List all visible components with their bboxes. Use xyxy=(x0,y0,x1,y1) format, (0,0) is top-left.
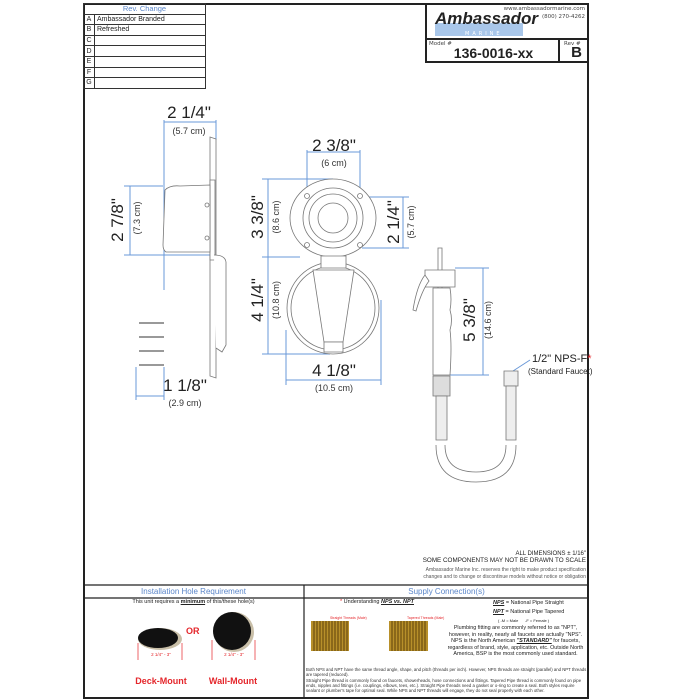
connection-sub: (Standard Faucet) xyxy=(528,367,593,376)
deck-mount-label: Deck-Mount xyxy=(135,676,187,686)
drawing-frame xyxy=(83,3,589,699)
dim-side-width-cm: (5.7 cm) xyxy=(172,126,206,136)
screws xyxy=(139,322,164,366)
dim-hole-vertical-cm: (5.7 cm) xyxy=(406,205,416,239)
dim-bracket-cm: (2.9 cm) xyxy=(168,398,202,408)
straight-threads-label: Straight Threads (Male) xyxy=(330,616,367,620)
rev-label: Rev # xyxy=(564,41,581,47)
logo-band xyxy=(435,23,523,36)
dim-sprayer-length-cm: (14.6 cm) xyxy=(483,300,493,340)
asterisk: * xyxy=(340,599,343,605)
model-label: Model # xyxy=(429,41,452,47)
model-number: 136-0016-xx xyxy=(453,45,534,61)
rev-change: Ambassador Branded xyxy=(94,13,206,26)
nps-term: NPS xyxy=(493,600,505,606)
understanding-emphasis: NPS vs. NPT xyxy=(380,599,414,605)
wall-hole-size: 2 1/4" - 3" xyxy=(224,652,244,657)
brand-sub: MARINE xyxy=(465,31,503,37)
dim-hole-spacing-cm: (6 cm) xyxy=(321,158,347,168)
website: www.ambassadormarine.com xyxy=(503,6,585,12)
dim-side-height: 2 7/8" xyxy=(108,198,127,242)
npt-definition: = National Pipe Tapered xyxy=(504,609,565,615)
dim-side-height-cm: (7.3 cm) xyxy=(132,201,142,235)
dimension-lines xyxy=(124,120,531,400)
nps-def: NPS = National Pipe Straight xyxy=(493,600,564,606)
front-view xyxy=(286,178,380,355)
explanation-text: Plumbing fitting are commonly referred t… xyxy=(448,625,583,645)
hand-sprayer xyxy=(412,247,519,483)
fine-print-2: Straight Pipe thread is commonly found o… xyxy=(306,678,582,693)
dim-bottom-height: 4 1/4" xyxy=(248,278,267,322)
tapered-threads-label: Tapered Threads (Male) xyxy=(407,616,445,620)
installation-header: Installation Hole Requirement xyxy=(141,587,246,596)
phone: (800) 270-4262 xyxy=(541,14,585,20)
rev-change xyxy=(94,77,206,89)
nps-definition: = National Pipe Straight xyxy=(504,600,564,606)
or-label: OR xyxy=(186,626,200,636)
tolerance-note: ALL DIMENSIONS ± 1/16" xyxy=(515,551,586,557)
male-female-note: ( -M = Male -F = Female ) xyxy=(498,618,550,623)
section-dividers xyxy=(83,584,589,699)
npt-term: NPT xyxy=(493,609,504,615)
dim-top-height: 3 3/8" xyxy=(248,195,267,239)
dim-bottom-width-cm: (10.5 cm) xyxy=(314,383,354,393)
side-view xyxy=(162,136,227,379)
disclaimer: Ambassador Marine Inc. reserves the righ… xyxy=(423,567,586,580)
notes: ALL DIMENSIONS ± 1/16" SOME COMPONENTS M… xyxy=(421,551,586,580)
model-block: Model # 136-0016-xx Rev # B xyxy=(425,40,589,63)
deck-hole-size: 2 1/4" - 3" xyxy=(151,652,171,657)
intro-emphasis: minimum xyxy=(180,599,206,605)
dim-top-height-cm: (8.6 cm) xyxy=(271,200,281,234)
hole-diagrams xyxy=(137,612,256,660)
standard-emphasis: "STANDARD" xyxy=(516,638,552,645)
dim-side-width: 2 1/4" xyxy=(167,103,211,122)
dim-bottom-height-cm: (10.8 cm) xyxy=(271,280,281,320)
npt-explanation: Plumbing fitting are commonly referred t… xyxy=(444,625,587,658)
intro-text: of this/these hole(s) xyxy=(205,599,255,605)
rev-value: B xyxy=(571,44,582,61)
fine-print-1: Both NPS and NPT have the same thread an… xyxy=(306,667,587,677)
thread-images xyxy=(311,620,428,652)
dim-bracket: 1 1/8" xyxy=(163,376,207,395)
dim-bottom-width: 4 1/8" xyxy=(312,361,356,380)
dim-hole-spacing: 2 3/8" xyxy=(312,136,356,155)
title-block-logo: Ambassador MARINE www.ambassadormarine.c… xyxy=(425,3,589,40)
supply-header: Supply Connection(s) xyxy=(408,587,485,596)
dim-hole-vertical: 2 1/4" xyxy=(384,200,403,244)
intro-text: This unit requires a xyxy=(132,599,181,605)
asterisk: * xyxy=(587,353,592,365)
connection-size: 1/2" NPS-F xyxy=(532,353,588,365)
npt-def: NPT = National Pipe Tapered xyxy=(493,609,564,615)
wall-mount-label: Wall-Mount xyxy=(208,676,258,686)
understanding-label: * Understanding NPS vs. NPT xyxy=(340,599,414,605)
scale-note: SOME COMPONENTS MAY NOT BE DRAWN TO SCAL… xyxy=(422,557,586,564)
installation-intro: This unit requires a minimum of this/the… xyxy=(83,599,304,605)
connection-label: 1/2" NPS-F* xyxy=(532,353,592,365)
brand-logo: Ambassador xyxy=(435,9,538,28)
dim-sprayer-length: 5 3/8" xyxy=(460,298,479,342)
understanding-text: Understanding xyxy=(343,599,381,605)
explanation-text: for faucets, regardless of brand, style,… xyxy=(447,638,584,658)
